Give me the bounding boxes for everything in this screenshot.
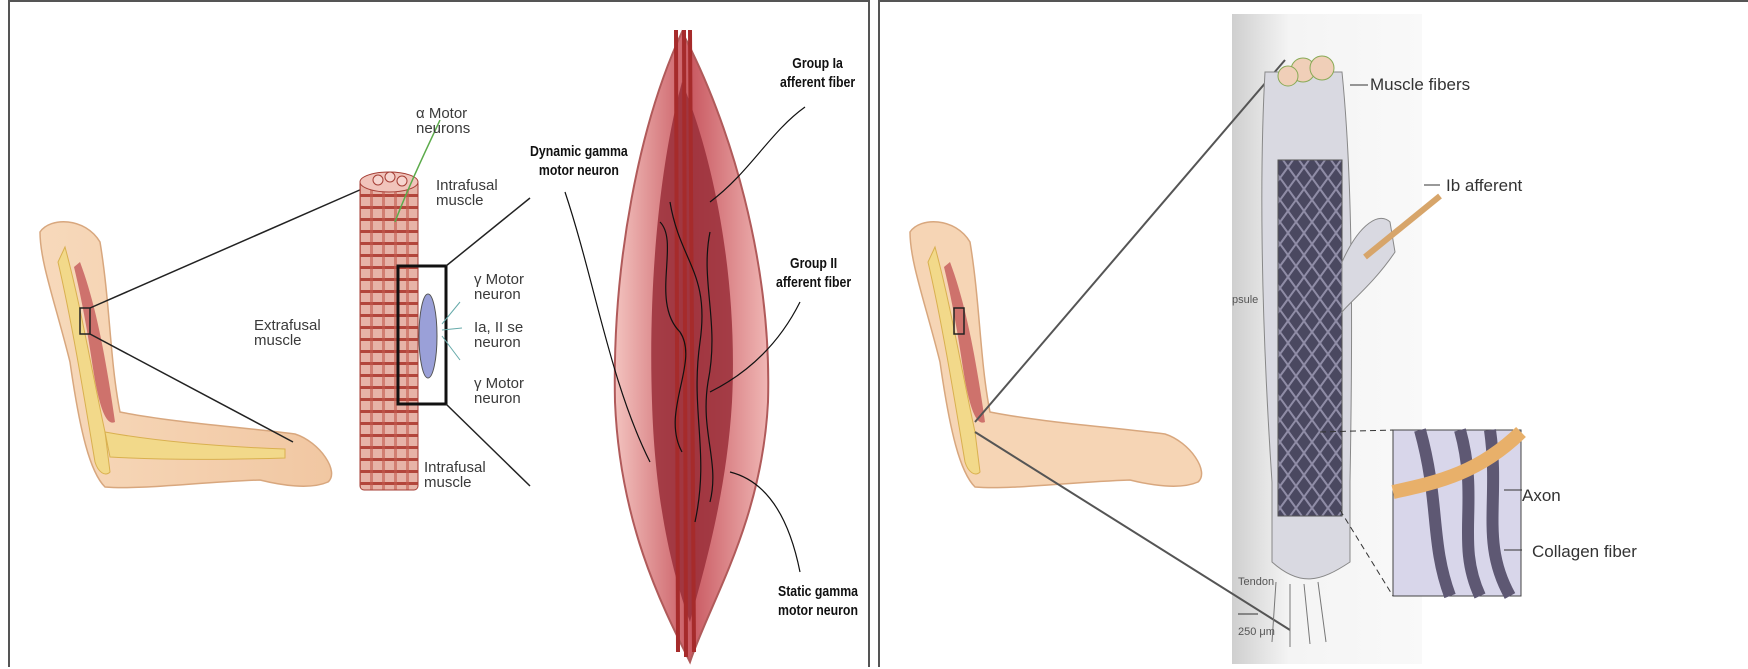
muscle-bundle: [360, 120, 530, 490]
scale-bar-label: 250 μm: [1238, 626, 1275, 638]
tendon-label: Tendon: [1238, 576, 1274, 588]
capsule-label: psule: [1232, 294, 1258, 306]
collagen-fiber-label: Collagen fiber: [1532, 542, 1637, 562]
golgi-tendon-illustration: [880, 2, 1748, 669]
golgi-tendon-organ-panel: Muscle fibers Ib afferent psule Axon Col…: [878, 0, 1748, 667]
ib-afferent-label: Ib afferent: [1446, 176, 1522, 196]
muscle-fibers-label: Muscle fibers: [1370, 75, 1470, 95]
muscle-spindle: [565, 30, 805, 662]
axon-label: Axon: [1522, 486, 1561, 506]
muscle-spindle-illustration: [10, 2, 872, 669]
